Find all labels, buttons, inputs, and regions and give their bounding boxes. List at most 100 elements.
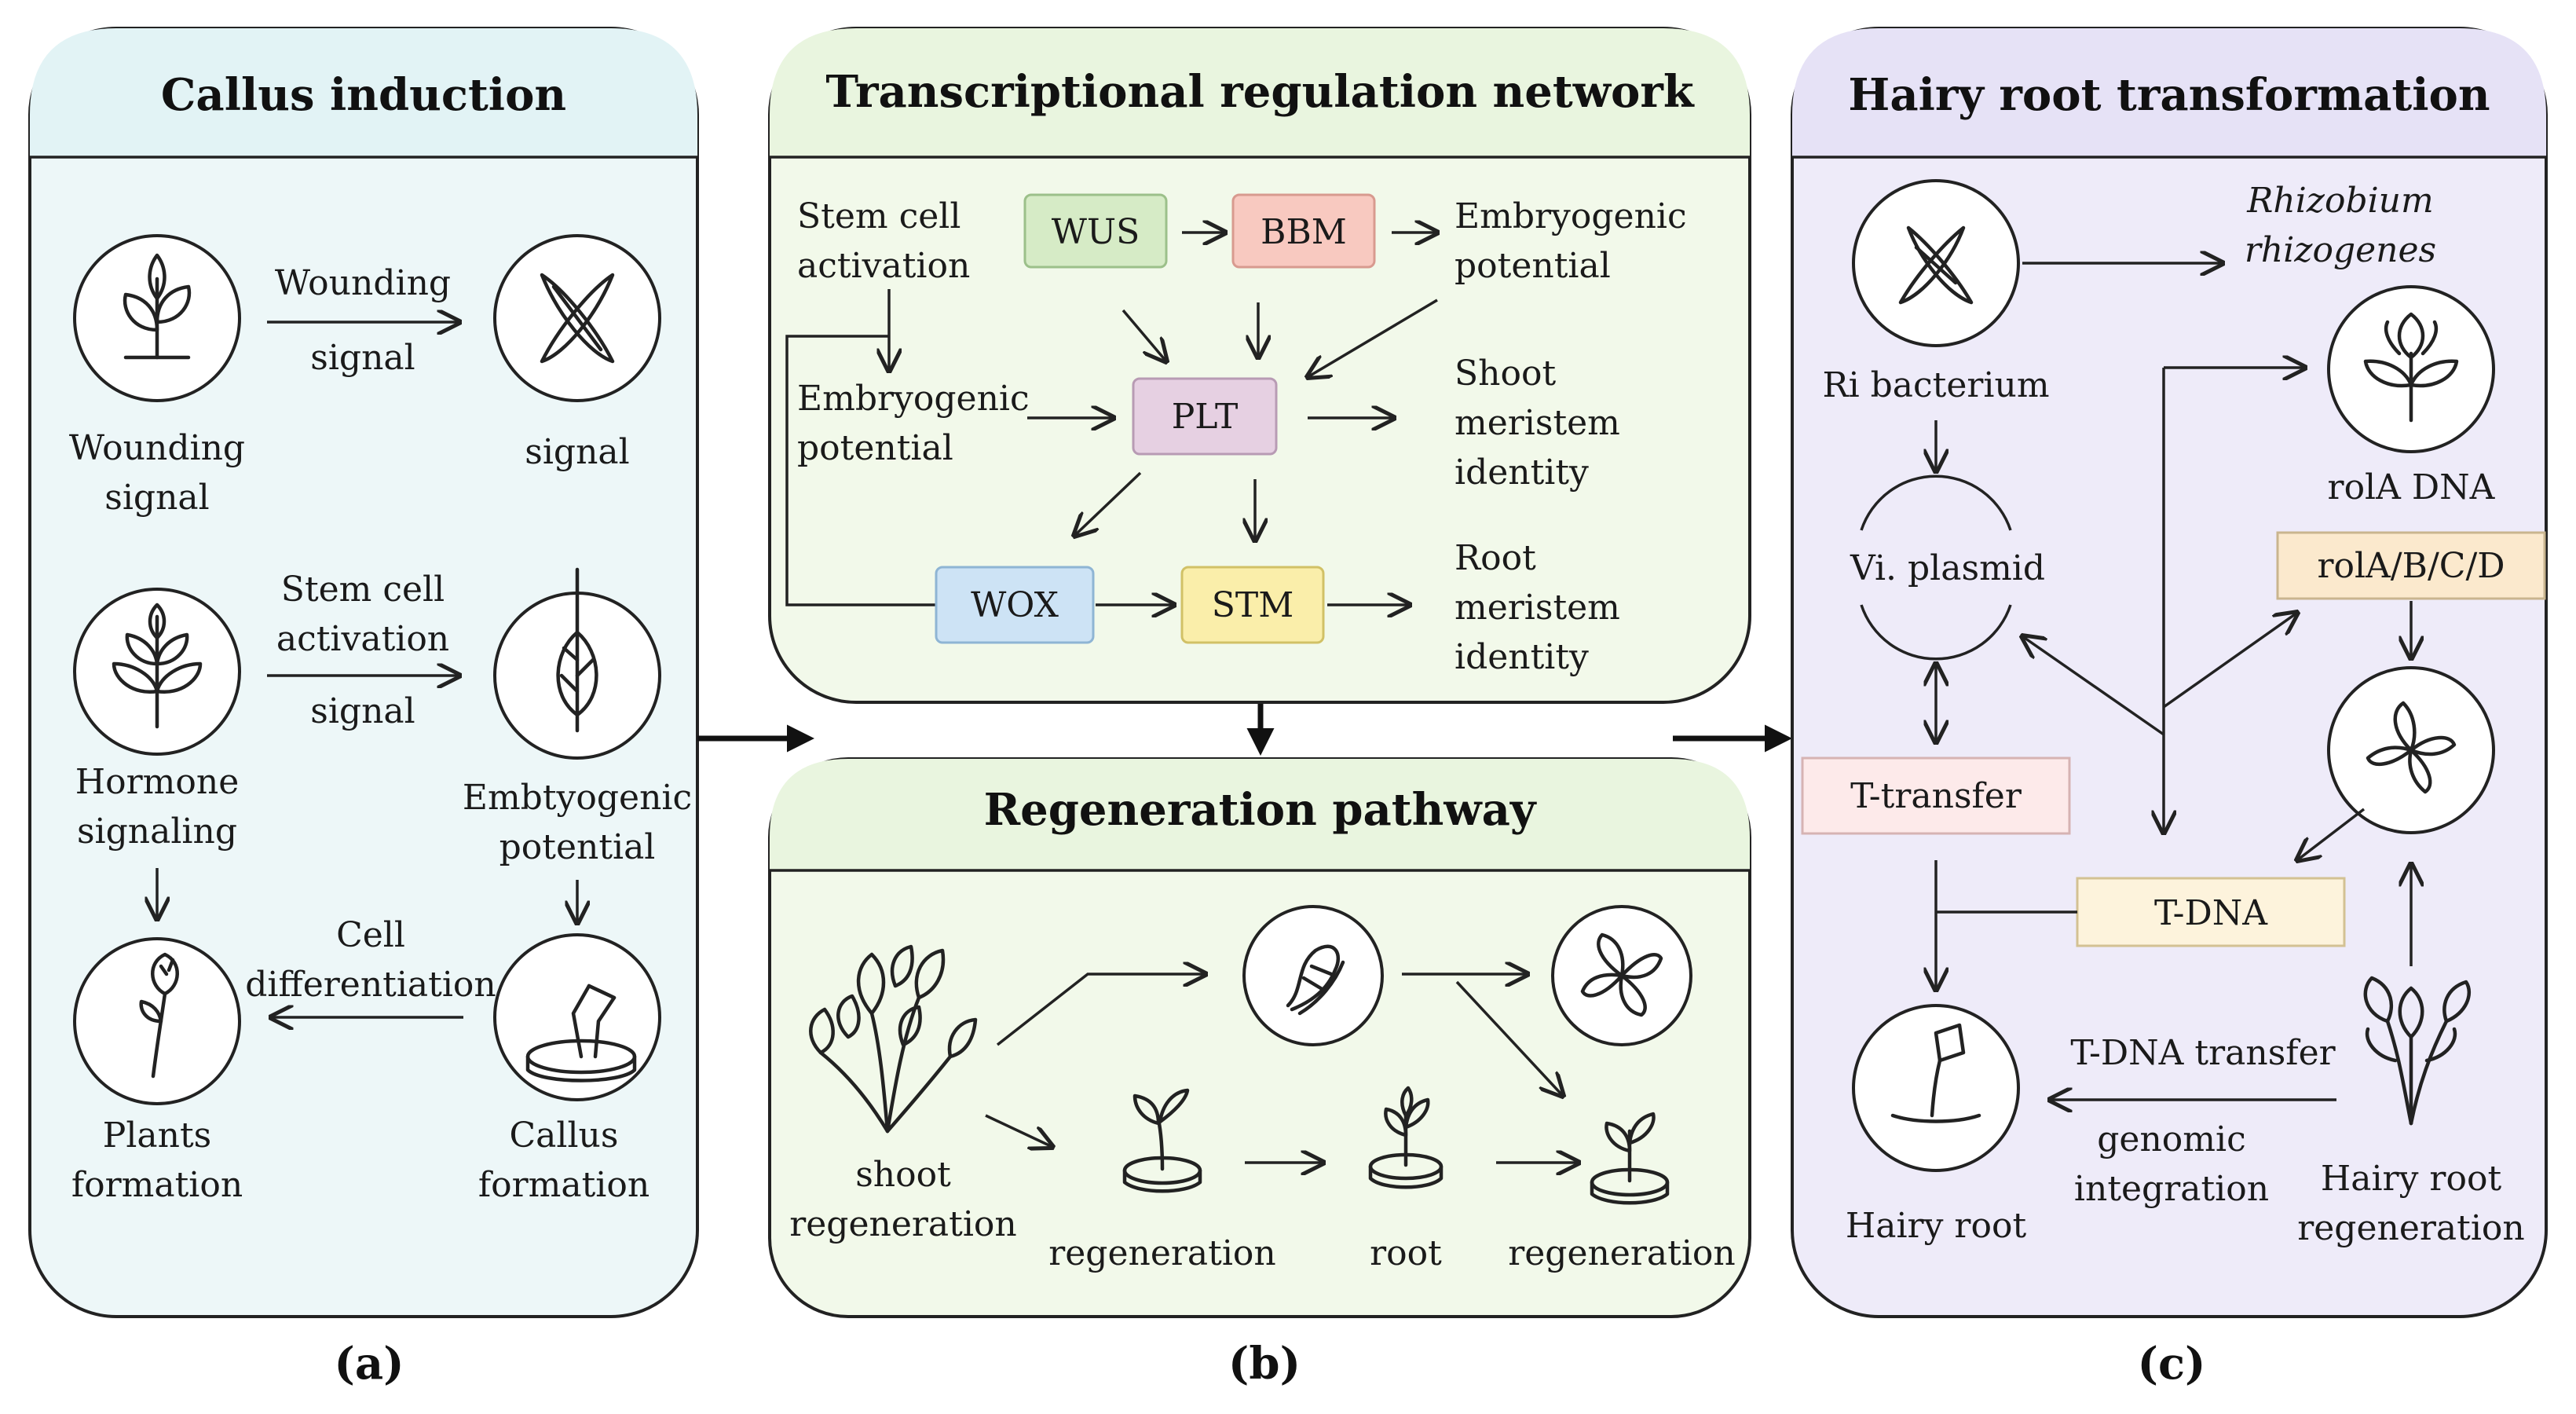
gene-plt: PLT [1172, 397, 1239, 437]
panel-a-caption: (a) [334, 1338, 404, 1390]
arrow3-label-2: differentiation [245, 965, 496, 1005]
root-label-2: meristem [1454, 588, 1620, 628]
cut-leaves-icon [540, 273, 615, 364]
panel-hairy-root: Hairy root transformation Rhizobium rhiz… [1791, 27, 2548, 1390]
embryogenic-label-1: Embtyogenic [463, 778, 692, 818]
hairy-root-plant-icon [2363, 976, 2472, 1126]
panel-b-bottom-header [770, 759, 1750, 870]
panel-transcriptional-network: Transcriptional regulation network Stem … [768, 27, 1751, 704]
rhizobium-label-2: rhizogenes [2245, 230, 2436, 270]
arrow1-label-bottom: signal [310, 338, 415, 378]
t-transfer-box [1801, 756, 2071, 835]
rhizobium-label-1: Rhizobium [2246, 181, 2434, 221]
vi-plasmid-label: Vi. plasmid [1850, 548, 2045, 588]
embryo-leaf-icon [556, 567, 598, 733]
arrow3-label-1: Cell [336, 915, 405, 955]
plasmid-arc-top [1860, 474, 2012, 531]
gene-box-wox [935, 566, 1095, 644]
embryogenic-left-2: potential [797, 428, 953, 468]
seedling-dish-2-icon [1368, 1086, 1444, 1189]
panel-a-header [30, 28, 697, 157]
gene-bbm: BBM [1261, 212, 1347, 252]
four-leaf-icon [1580, 932, 1663, 1017]
arrow1-label-top: Wounding [275, 263, 451, 303]
signal-label: signal [525, 432, 629, 472]
shoot-label-2: meristem [1454, 403, 1620, 443]
genomic-label-1: genomic [2097, 1119, 2245, 1159]
panel-b-top-title: Transcriptional regulation network [825, 66, 1694, 118]
root-label-1: Root [1454, 538, 1536, 578]
gene-box-stm [1180, 566, 1325, 644]
shoot-plant-icon [809, 944, 978, 1134]
panel-regeneration-pathway: Regeneration pathway shoot regeneration [768, 757, 1751, 1390]
root-label-3: identity [1454, 637, 1589, 677]
rosette-plant-icon [2363, 312, 2459, 423]
panel-b-bottom-title: Regeneration pathway [984, 784, 1537, 836]
shoot-label-1: shoot [855, 1155, 951, 1195]
gene-box-plt [1132, 377, 1278, 456]
plants-label-2: formation [71, 1165, 243, 1205]
gene-wus: WUS [1052, 212, 1140, 252]
dna-icon [1286, 944, 1345, 1016]
gene-box-bbm [1231, 193, 1376, 269]
callus-dish-icon [525, 984, 637, 1082]
seedling-dish-1-icon [1122, 1088, 1202, 1193]
embryogenic-left-1: Embryogenic [797, 379, 1030, 419]
t-transfer-label: T-transfer [1850, 776, 2022, 816]
arrow2-label-top-1: Stem cell [281, 570, 445, 610]
stem-cell-label-2: activation [797, 246, 970, 286]
plasmid-arc-bottom [1860, 604, 2012, 661]
rola-dna-label: rolA DNA [2328, 467, 2496, 507]
panel-callus-induction: Callus induction Wounding signal Woundin… [28, 27, 699, 1390]
seedling-icon [123, 253, 192, 360]
callus-label-2: formation [478, 1165, 649, 1205]
callus-label-1: Callus [510, 1115, 619, 1156]
seedling-dish-3-icon [1590, 1112, 1670, 1205]
gene-box-wus [1023, 193, 1168, 269]
embryogenic-right-2: potential [1454, 246, 1611, 286]
regen-label-2: regeneration [1508, 1233, 1736, 1273]
root-tube-icon [1890, 1023, 1981, 1123]
bacterium-icon [1898, 225, 1974, 305]
leaf-cluster-icon [2366, 701, 2457, 794]
panel-c-title: Hairy root transformation [1848, 69, 2490, 121]
shoot-label-3: identity [1454, 452, 1589, 493]
sprout-icon [139, 952, 179, 1079]
root-label: root [1370, 1233, 1442, 1273]
feedback-line [785, 335, 936, 606]
panel-c-header [1792, 28, 2546, 157]
hairy-regen-label-1: Hairy root [2321, 1159, 2502, 1199]
regen-label-1: regeneration [1048, 1233, 1276, 1273]
hormone-label-1: Hormone [75, 762, 239, 802]
shoot-label-1: Shoot [1454, 354, 1556, 394]
shoot-label-2: regeneration [789, 1204, 1017, 1244]
embryogenic-label-2: potential [499, 827, 656, 867]
leafy-plant-icon [112, 603, 203, 729]
genomic-label-2: integration [2074, 1169, 2269, 1209]
callus-circle [493, 933, 661, 1101]
t-dna-label: T-DNA [2154, 893, 2268, 933]
stem-cell-label-1: Stem cell [797, 196, 961, 236]
hairy-root-label: Hairy root [1846, 1206, 2027, 1246]
rol-genes-box [2276, 531, 2546, 600]
ri-bacterium-label: Ri bacterium [1822, 365, 2049, 405]
gene-stm: STM [1212, 585, 1294, 625]
dna-circle [1242, 905, 1384, 1046]
hairy-regen-label-2: regeneration [2297, 1208, 2525, 1248]
panel-c-caption: (c) [2137, 1338, 2205, 1390]
wounding-label-2: signal [104, 478, 209, 518]
panel-b-caption: (b) [1228, 1338, 1301, 1390]
arrow2-label-bottom: signal [310, 691, 415, 731]
wounding-label-1: Wounding [69, 428, 245, 468]
rol-genes-label: rolA/B/C/D [2317, 546, 2505, 586]
embryogenic-right-1: Embryogenic [1454, 196, 1687, 236]
arrow2-label-top-2: activation [276, 619, 449, 659]
panel-b-top-header [770, 28, 1750, 157]
plants-label-1: Plants [103, 1115, 212, 1156]
hormone-label-2: signaling [77, 811, 237, 852]
panel-a-title: Callus induction [161, 69, 566, 121]
tdna-transfer-label: T-DNA transfer [2070, 1033, 2336, 1073]
gene-wox: WOX [971, 585, 1059, 625]
